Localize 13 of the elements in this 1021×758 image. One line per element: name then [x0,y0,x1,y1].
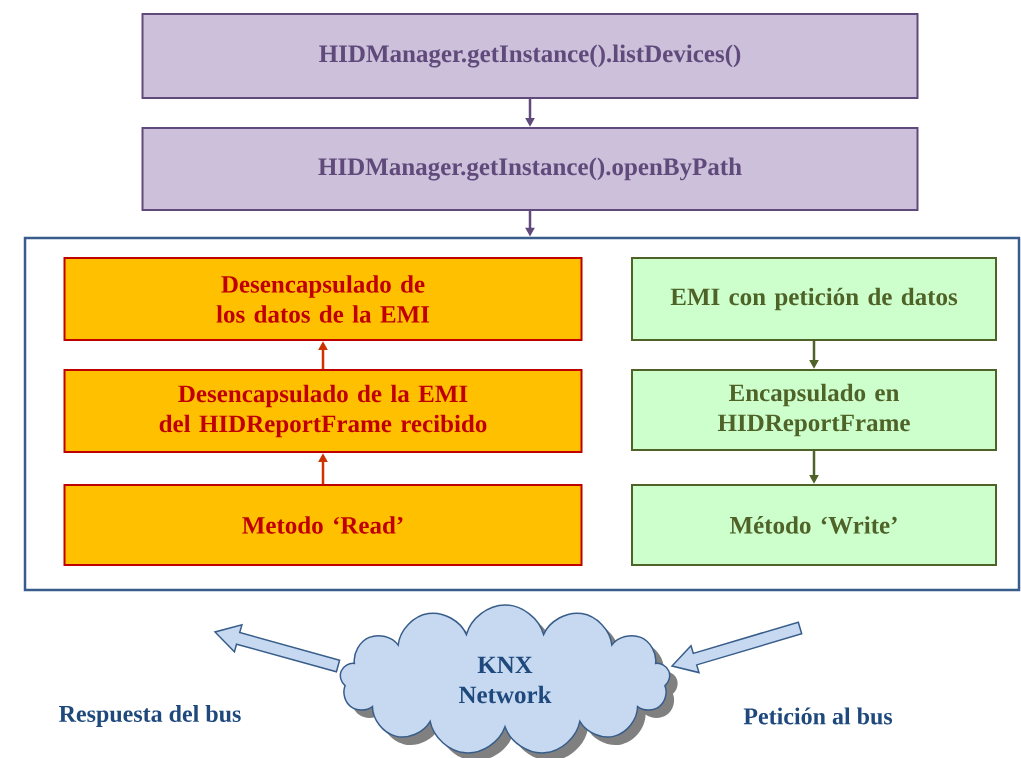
process-box: EMI con petición de datos [631,257,997,341]
network-cloud: KNX Network [339,604,678,758]
caption-text: Respuesta del bus [59,705,241,727]
process-box: Método ‘Write’ [631,484,997,566]
method-call-box: HIDManager.getInstance().listDevices() [141,13,919,99]
process-box: Metodo ‘Read’ [63,484,583,566]
process-box: Desencapsulado de los datos de la EMI [63,257,583,341]
method-call-box: HIDManager.getInstance().openByPath [141,127,919,211]
block-arrow [670,621,803,674]
caption-text: Petición al bus [743,707,893,725]
process-box: Encapsulado en HIDReportFrame [631,369,997,451]
block-arrow [213,623,341,673]
process-box: Desencapsulado de la EMI del HIDReportFrame recibido [63,369,583,453]
